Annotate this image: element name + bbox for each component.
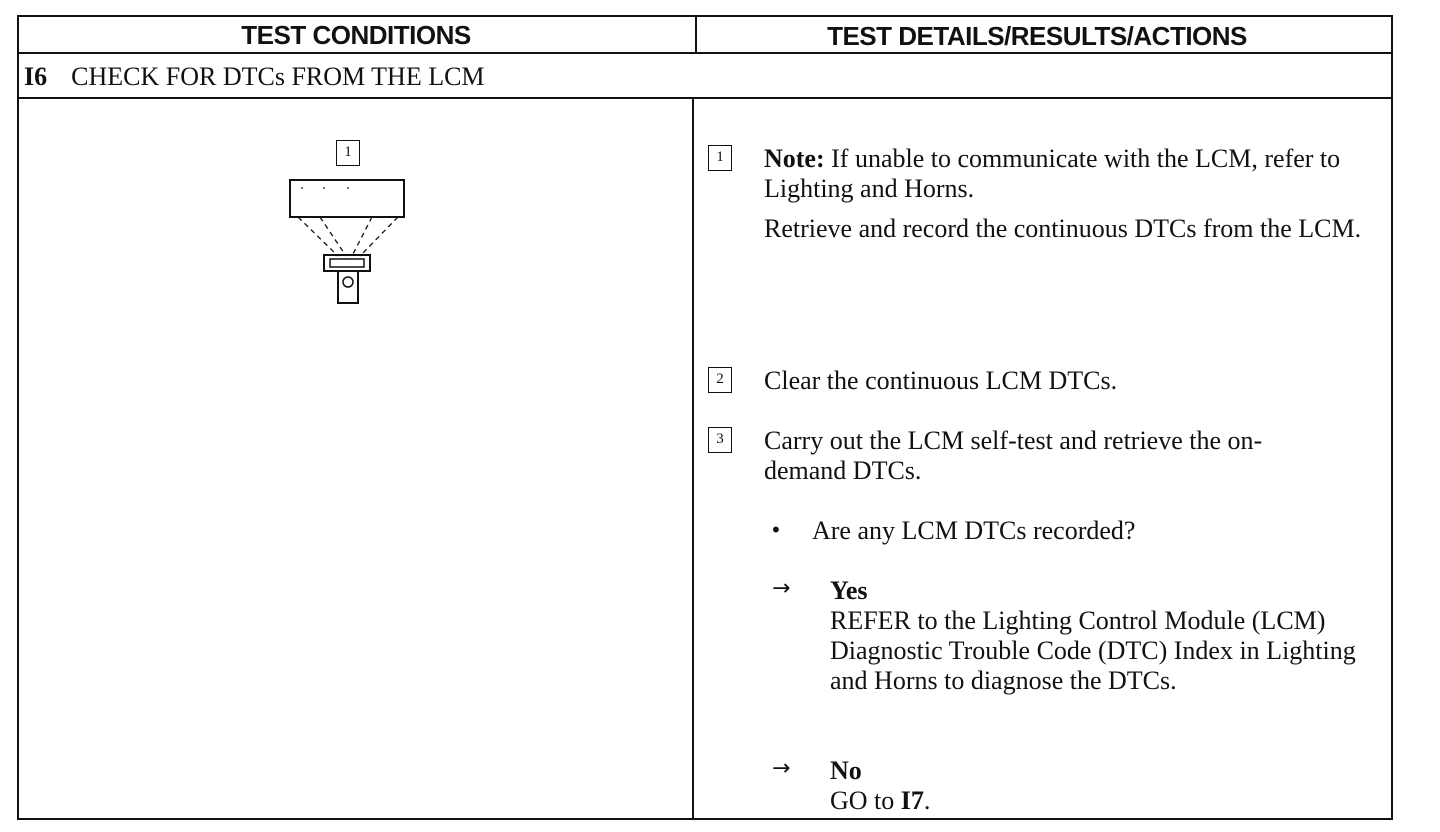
bullet-icon: •	[770, 518, 782, 542]
step-number-box: 2	[708, 367, 732, 393]
question-text: Are any LCM DTCs recorded?	[812, 516, 1136, 545]
step-2-text: Clear the continuous LCM DTCs.	[764, 366, 1118, 395]
diagram-step-label: 1	[336, 140, 360, 166]
step-1-note: Note: If unable to communicate with the …	[764, 144, 1374, 204]
section-title: CHECK FOR DTCs FROM THE LCM	[71, 62, 485, 91]
step-1-text: Retrieve and record the continuous DTCs …	[764, 214, 1362, 243]
go-to-target-link[interactable]: I7	[900, 786, 924, 815]
step-number-box: 3	[708, 427, 732, 453]
note-text: If unable to communicate with the LCM, r…	[764, 144, 1341, 203]
step-3-text: Carry out the LCM self-test and retrieve…	[764, 426, 1263, 485]
right-column-header: TEST DETAILS/RESULTS/ACTIONS	[827, 21, 1247, 51]
header-column-divider	[695, 15, 697, 54]
header-divider	[17, 52, 1393, 54]
step-number-box: 1	[708, 145, 732, 171]
answer-no-text: GO to I7.	[830, 786, 931, 815]
answer-yes-label: Yes	[830, 576, 868, 605]
note-label: Note:	[764, 144, 825, 173]
table-frame	[17, 15, 1393, 820]
body-column-divider	[692, 97, 694, 820]
section-divider	[17, 97, 1393, 99]
section-number: I6	[24, 62, 48, 91]
left-column-header: TEST CONDITIONS	[241, 20, 471, 50]
scan-tool-connected-to-module-icon	[289, 179, 405, 304]
section-heading: I6 CHECK FOR DTCs FROM THE LCM	[24, 62, 485, 92]
arrow-icon: →	[772, 756, 791, 781]
answer-no-label: No	[830, 756, 862, 785]
answer-yes-text: REFER to the Lighting Control Module (LC…	[830, 606, 1356, 695]
arrow-icon: →	[772, 576, 791, 601]
